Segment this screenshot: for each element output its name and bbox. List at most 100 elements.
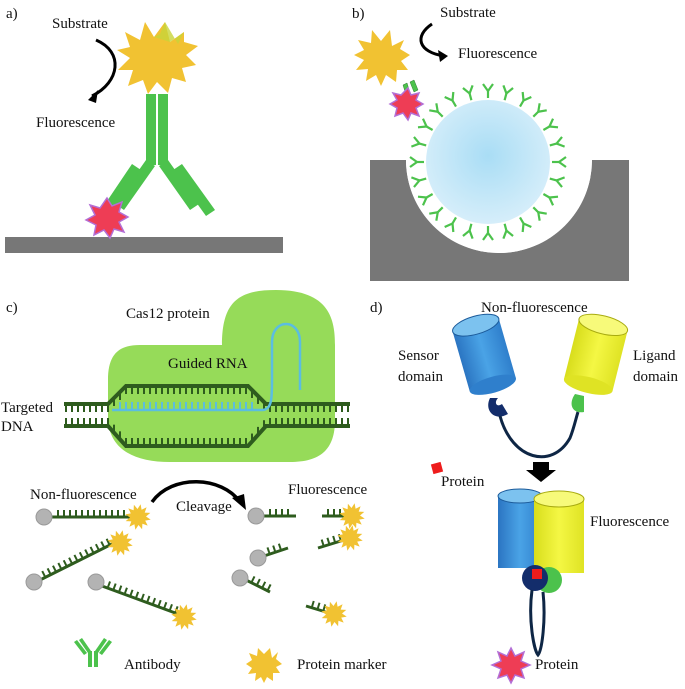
protein-marker-tips [154,22,184,44]
reporter-tooth [168,603,173,612]
legend-protein-icon [490,646,532,685]
ligand-domain-closed [533,490,585,573]
reporter-tooth [151,597,157,606]
reporter-tooth [310,600,315,609]
protein-marker [107,530,133,556]
bead-antibody [539,117,560,136]
surface-plate [5,237,283,253]
protein-marker [339,503,365,529]
sensor-label-1: Sensor [398,348,439,364]
reporter-tooth [100,541,106,549]
bead-antibody [547,135,566,152]
sensor-binding-cup [488,398,508,417]
reporter-tooth [134,591,140,599]
fluorescence-label: Fluorescence [288,482,367,498]
reporter-tooth [89,546,95,554]
bead-antibody [416,117,437,136]
panel-b-label: b) [352,6,365,22]
reporter-tooth [316,602,321,610]
reporter-tooth [41,570,47,578]
arrow-head [232,494,246,510]
reporter-tooth [326,537,331,545]
guided-rna [112,322,302,412]
reporter-tooth [250,575,256,584]
targeted-label-2: DNA [1,419,34,435]
reporter-tooth [146,595,151,603]
targeted-label-1: Targeted [1,400,53,416]
bead [426,100,550,224]
legend: Antibody Protein marker Protein [74,638,579,685]
cas12-protein [108,290,335,462]
substrate-label: Substrate [52,16,108,32]
quencher [87,573,105,591]
reporter-tooth [95,543,100,551]
protein-marker [171,604,197,630]
quencher [35,508,53,526]
bead-antibody [514,90,533,111]
ligand-label-1: Ligand [633,348,676,364]
panel-b: b) Substrate Fluorescence [352,5,629,281]
reporter-tooth [157,599,162,608]
reporter-dna [245,578,271,594]
bead-antibody [428,102,448,122]
protein-marker [337,525,363,551]
reporter-dna [305,604,327,614]
fluorescence-label: Fluorescence [590,514,669,530]
legend-marker-icon [246,648,282,683]
bead-antibody [461,84,478,103]
down-arrow [526,462,556,482]
panel-c: c) Cas12 protein Guided RNA Targeted DNA… [1,290,367,630]
sensor-label-2: domain [398,369,443,385]
reporter-dna [101,584,179,616]
reporter-tooth [123,587,128,595]
reporter-tooth [112,583,117,591]
legend-protein-label: Protein [535,657,579,673]
protein-marker [125,504,151,530]
protein [388,86,425,122]
reaction-arrow [419,22,445,58]
reporter-tooth [117,585,123,593]
reporter-tooth [62,559,68,568]
reporter-dna [39,542,113,582]
reporter-tooth [255,578,261,586]
protein-square [430,461,444,475]
cleavage-label: Cleavage [176,499,232,515]
reporter-tooth [266,547,271,555]
ligand-binding-site [571,394,584,413]
reporter-dna [263,546,289,558]
protein-label: Protein [441,474,485,490]
non-fluorescence-label: Non-fluorescence [30,487,137,503]
ligand-label-2: domain [633,369,678,385]
reporter-tooth [277,543,283,551]
quencher [247,507,265,525]
arrow-head [88,90,98,103]
reporter-tooth [106,581,111,589]
bead-antibody [481,82,495,100]
legend-antibody-icon [74,638,112,667]
reporter-tooth [105,538,111,546]
quencher [25,573,43,591]
reporter-tooth [84,549,90,557]
linker [498,411,580,459]
cleavage-arrow [150,480,242,504]
fluorescence-label: Fluorescence [36,115,115,131]
protein-marker [354,30,410,86]
linker-closed [529,589,546,658]
legend-marker-label: Protein marker [297,657,387,673]
fluorescence-label: Fluorescence [458,46,537,62]
reporter-tooth [162,601,168,610]
panel-d-label: d) [370,300,383,316]
bead-antibody [410,135,429,152]
reporter-tooth [46,567,52,576]
sensor-domain [452,313,516,395]
reporter-tooth [52,565,57,573]
targeted-dna [64,384,350,448]
reporter-tooth [140,593,145,601]
reporter-tooth [332,535,337,544]
protein [84,196,130,240]
reporter-tooth [68,557,74,565]
reporter-tooth [272,545,277,553]
reporter-tooth [261,581,267,589]
guided-rna-label: Guided RNA [168,356,248,372]
